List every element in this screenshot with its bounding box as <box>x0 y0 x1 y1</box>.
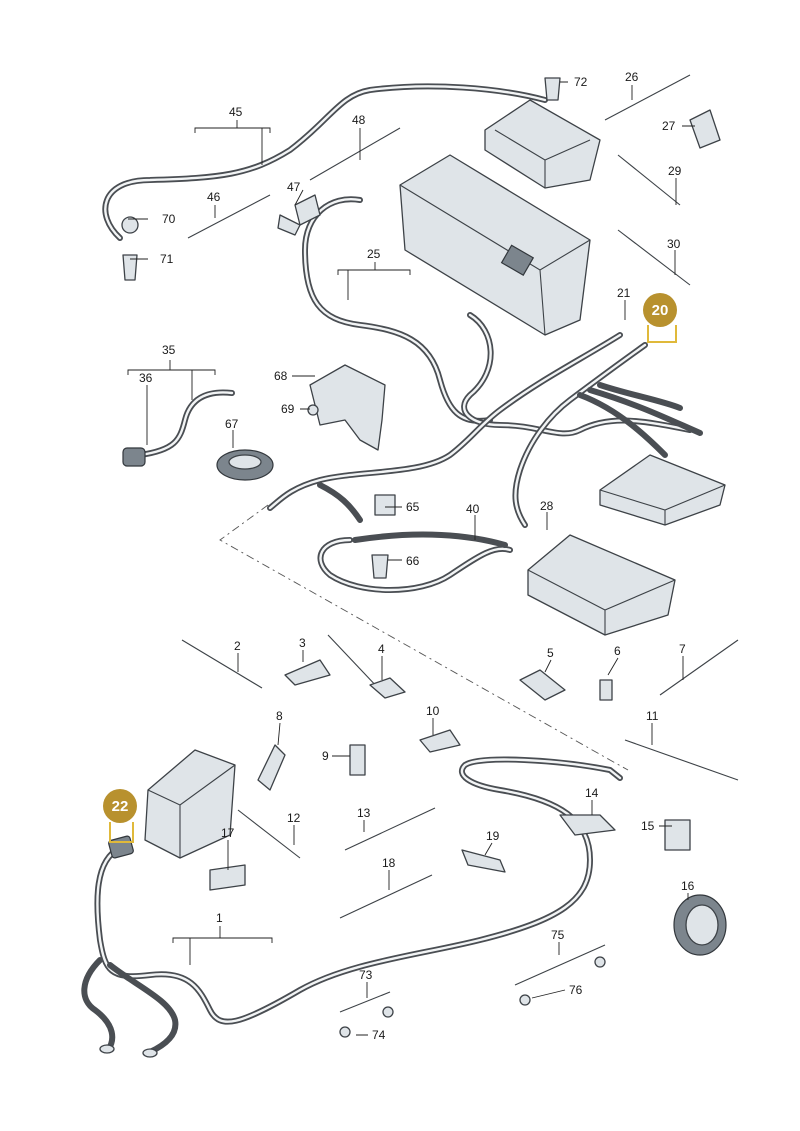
callout-6: 6 <box>614 644 621 658</box>
callout-47: 47 <box>287 180 301 194</box>
callout-2: 2 <box>234 639 241 653</box>
callout-5: 5 <box>547 646 554 660</box>
callout-73: 73 <box>359 968 373 982</box>
callout-25: 25 <box>367 247 381 261</box>
control-unit-22 <box>108 749 236 859</box>
horn-16 <box>673 894 727 956</box>
bracket-68 <box>309 364 386 451</box>
callout-18: 18 <box>382 856 396 870</box>
small-parts <box>121 74 739 1038</box>
callout-72: 72 <box>574 75 588 89</box>
callout-labels: 72 26 45 48 27 29 47 46 70 25 30 71 21 3… <box>139 70 695 1042</box>
leader-lines <box>127 81 695 1036</box>
callout-9: 9 <box>322 749 329 763</box>
callout-65: 65 <box>406 500 420 514</box>
callout-66: 66 <box>406 554 420 568</box>
callout-75: 75 <box>551 928 565 942</box>
badge-20-label: 20 <box>652 302 669 319</box>
callout-29: 29 <box>668 164 682 178</box>
callout-74: 74 <box>372 1028 386 1042</box>
wire-harness-upper <box>102 83 703 528</box>
callout-30: 30 <box>667 237 681 251</box>
callout-19: 19 <box>486 829 500 843</box>
callout-12: 12 <box>287 811 301 825</box>
callout-45: 45 <box>229 105 243 119</box>
callout-76: 76 <box>569 983 583 997</box>
wire-coil-67 <box>216 449 274 481</box>
callout-70: 70 <box>162 212 176 226</box>
callout-68: 68 <box>274 369 288 383</box>
callout-27: 27 <box>662 119 676 133</box>
callout-13: 13 <box>357 806 371 820</box>
callout-8: 8 <box>276 709 283 723</box>
badge-20: 20 <box>643 293 677 343</box>
cable-36 <box>122 389 235 467</box>
cable-1 <box>81 756 623 1058</box>
callout-26: 26 <box>625 70 639 84</box>
callout-17: 17 <box>221 826 235 840</box>
callout-36: 36 <box>139 371 153 385</box>
callout-1: 1 <box>216 911 223 925</box>
callout-4: 4 <box>378 642 385 656</box>
callout-16: 16 <box>681 879 695 893</box>
callout-40: 40 <box>466 502 480 516</box>
junction-box <box>599 454 726 526</box>
callout-35: 35 <box>162 343 176 357</box>
control-module-top <box>484 99 601 189</box>
assembly-reference-line <box>219 504 629 771</box>
callout-67: 67 <box>225 417 239 431</box>
callout-14: 14 <box>585 786 599 800</box>
callout-10: 10 <box>426 704 440 718</box>
callout-21: 21 <box>617 286 631 300</box>
cable-40 <box>317 531 513 593</box>
module-28 <box>527 534 676 636</box>
callout-71: 71 <box>160 252 174 266</box>
callout-7: 7 <box>679 642 686 656</box>
callout-48: 48 <box>352 113 366 127</box>
callout-15: 15 <box>641 819 655 833</box>
callout-3: 3 <box>299 636 306 650</box>
callout-11: 11 <box>646 709 659 723</box>
callout-69: 69 <box>281 402 295 416</box>
control-unit-large <box>399 154 591 336</box>
badge-22: 22 <box>103 789 137 843</box>
callout-28: 28 <box>540 499 554 513</box>
callout-46: 46 <box>207 190 221 204</box>
badge-22-label: 22 <box>112 798 129 815</box>
